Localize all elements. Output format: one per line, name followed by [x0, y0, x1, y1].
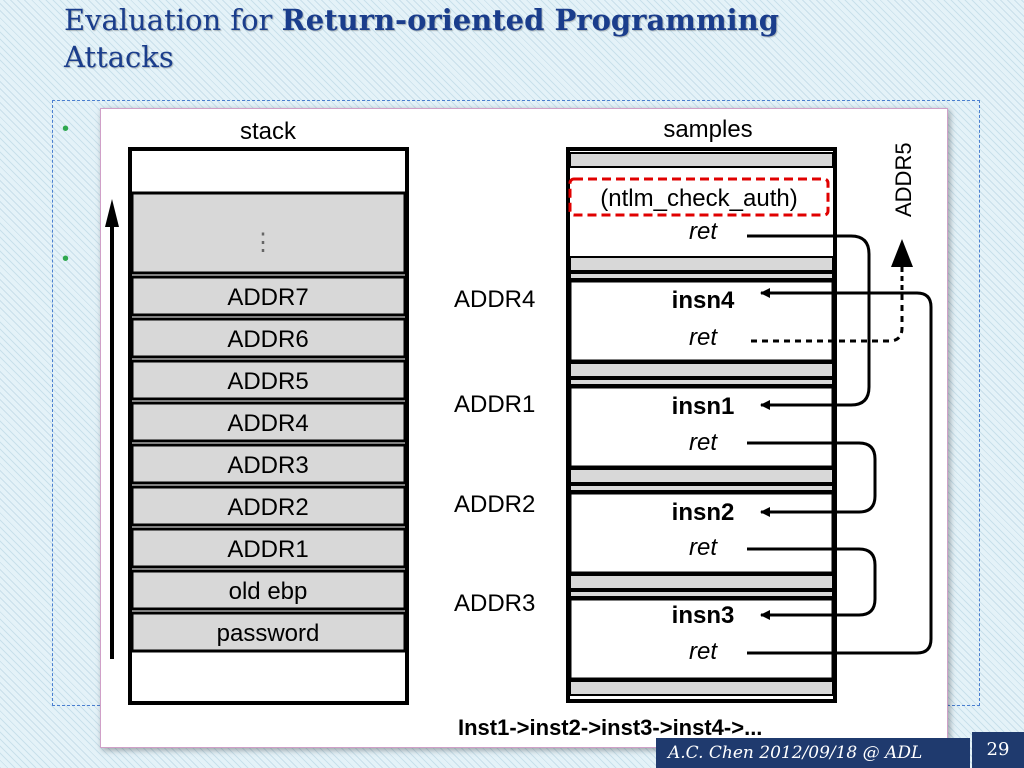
arrow-ret-to-insn2	[747, 441, 877, 517]
ret-label: ret	[689, 324, 718, 351]
func-label: (ntlm_check_auth)	[600, 185, 797, 212]
samples-column: (ntlm_check_auth) insn4 insn1 insn2 insn3 re…	[566, 147, 837, 703]
ntlm-check-auth-highlight	[568, 177, 830, 217]
stack-cell-label: ADDR4	[227, 410, 308, 437]
samples-separator	[569, 256, 834, 272]
samples-separator	[569, 484, 834, 492]
page-number: 29	[972, 732, 1024, 768]
stack-cell	[130, 443, 407, 485]
insn-label: insn2	[672, 499, 735, 526]
stack-cell-label: ADDR3	[227, 452, 308, 479]
arrow-ret-to-addr5	[751, 291, 904, 343]
samples-separator	[569, 574, 834, 590]
bullet-2: •	[62, 248, 70, 270]
rop-diagram-svg: stack samples ⋮ ADDR7ADDR6ADDR5ADDR4ADDR…	[105, 116, 933, 740]
stack-ellipsis: ⋮	[251, 229, 275, 256]
stack-cell	[130, 275, 407, 317]
side-addr-label: ADDR2	[454, 491, 535, 518]
control-flow-arrows	[747, 234, 933, 655]
samples-separator	[569, 272, 834, 280]
side-addr-label: ADDR4	[454, 286, 535, 313]
stack-cell-label: ADDR5	[227, 368, 308, 395]
ret-label: ret	[689, 429, 718, 456]
bullet-1: •	[62, 118, 70, 140]
samples-separator	[569, 680, 834, 696]
stack-cell	[130, 527, 407, 569]
stack-growth-arrow	[105, 199, 119, 659]
stack-cell-label: ADDR7	[227, 284, 308, 311]
stack-cell	[130, 485, 407, 527]
title-bold: Return-oriented Programming	[281, 3, 780, 37]
samples-separator	[569, 362, 834, 378]
samples-label: samples	[663, 116, 752, 143]
side-addr-label: ADDR1	[454, 391, 535, 418]
stack-label: stack	[240, 118, 297, 145]
samples-text: insn4 insn1 insn2 insn3 ret ret ret ret ret	[672, 218, 735, 665]
addr5-arrow	[891, 239, 913, 291]
samples-separator	[569, 152, 834, 168]
stack-cell-label: password	[217, 620, 320, 647]
samples-separator	[569, 468, 834, 484]
footer-author: A.C. Chen 2012/09/18 @ ADL	[656, 738, 970, 768]
stack-cell-label: ADDR2	[227, 494, 308, 521]
samples-separator	[569, 590, 834, 598]
stack-cell	[130, 611, 407, 653]
samples-separator	[569, 378, 834, 386]
slide-title: Evaluation for Return-oriented Programmi…	[64, 2, 964, 76]
insn-label: insn1	[672, 393, 735, 420]
stack-cell	[130, 317, 407, 359]
title-plain: Evaluation for	[64, 3, 282, 37]
side-addr-label: ADDR3	[454, 590, 535, 617]
insn-label: insn3	[672, 602, 735, 629]
gadget-block	[568, 279, 835, 363]
gadget-block	[568, 385, 835, 469]
addr5-label: ADDR5	[891, 142, 916, 217]
stack-cell-label: ADDR6	[227, 326, 308, 353]
stack-cell-label: old ebp	[229, 578, 308, 605]
caption: Inst1->inst2->inst3->inst4->...	[458, 715, 762, 740]
title-line2: Attacks	[64, 40, 174, 74]
arrow-ret-to-insn1	[747, 234, 871, 410]
stack-cell	[130, 401, 407, 443]
gadget-block	[568, 491, 835, 575]
gadget-block	[568, 597, 835, 681]
stack-filler-cell	[130, 191, 407, 275]
stack-cell	[130, 359, 407, 401]
stack-cell	[130, 569, 407, 611]
ret-label: ret	[689, 638, 718, 665]
ret-label: ret	[689, 218, 718, 245]
samples-bands	[568, 152, 835, 696]
arrow-ret-to-insn3	[747, 547, 877, 620]
arrow-ret-to-insn4	[747, 288, 933, 655]
stack-cell-label: ADDR1	[227, 536, 308, 563]
insn-label: insn4	[672, 287, 735, 314]
ret-label: ret	[689, 534, 718, 561]
